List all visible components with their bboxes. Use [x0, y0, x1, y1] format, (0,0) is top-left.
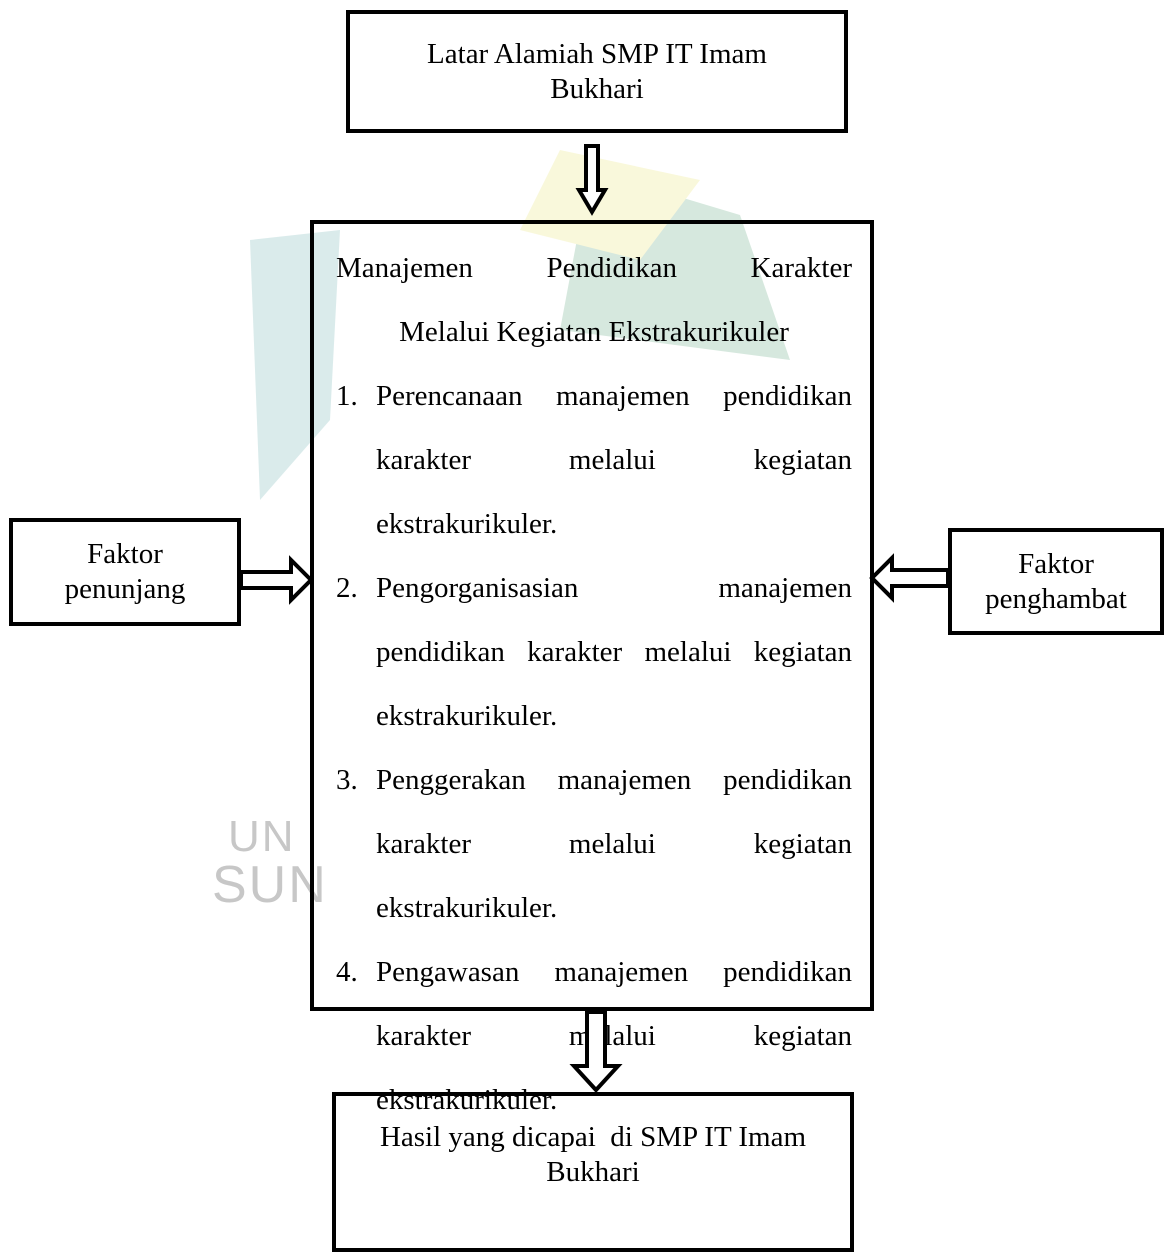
list-item-number: 4. — [336, 956, 358, 988]
result-box: Hasil yang dicapai di SMP IT Imam Bukhar… — [332, 1092, 854, 1252]
list-item-line: karakter melalui kegiatan — [376, 828, 852, 860]
list-item-number: 2. — [336, 572, 358, 604]
result-line-2: Bukhari — [546, 1155, 640, 1188]
list-item-line: karakter melalui kegiatan — [376, 444, 852, 476]
watermark-text-1: UN — [228, 812, 296, 861]
watermark-leaf-top — [560, 170, 790, 360]
inhibiting-factor-line-1: Faktor — [1018, 547, 1094, 580]
inhibiting-factor-box: Faktor penghambat — [948, 528, 1164, 635]
management-title-word-1: Manajemen — [336, 252, 473, 284]
list-item-line: karakter melalui kegiatan — [376, 1020, 852, 1052]
result-line-1: Hasil yang dicapai di SMP IT Imam — [379, 1121, 807, 1153]
watermark-leaf-yellow — [520, 150, 700, 260]
watermark-leaf-left — [250, 230, 340, 500]
list-item: 2. Pengorganisasian manajemen pendidikan… — [336, 556, 852, 748]
management-title-line-2: Melalui Kegiatan Ekstrakurikuler — [399, 316, 789, 348]
management-title-word-2: Pendidikan — [546, 252, 677, 284]
list-item-line: ekstrakurikuler. — [376, 508, 558, 540]
list-item: 3. Penggerakan manajemen pendidikan kara… — [336, 748, 852, 940]
list-item-line: ekstrakurikuler. — [376, 1084, 558, 1116]
list-item-line: Penggerakan manajemen pendidikan — [376, 764, 852, 796]
management-title-word-3: Karakter — [750, 252, 852, 284]
list-item-line: Pengawasan manajemen pendidikan — [376, 956, 852, 988]
supporting-factor-line-1: Faktor — [87, 538, 163, 571]
management-title-line-1: Manajemen Pendidikan Karakter — [336, 236, 852, 300]
list-item-number: 1. — [336, 380, 358, 412]
context-line-2: Bukhari — [550, 72, 644, 105]
list-item-line: ekstrakurikuler. — [376, 700, 558, 732]
list-item-line: pendidikan karakter melalui kegiatan — [376, 636, 852, 668]
list-item-line: Perencanaan manajemen pendidikan — [376, 380, 852, 412]
list-item: 1. Perencanaan manajemen pendidikan kara… — [336, 364, 852, 556]
list-item-line: Pengorganisasian manajemen — [376, 572, 852, 604]
supporting-factor-box: Faktor penunjang — [9, 518, 241, 626]
context-box: Latar Alamiah SMP IT Imam Bukhari — [346, 10, 848, 133]
watermark-text-2: SUN — [212, 856, 328, 914]
context-line-1: Latar Alamiah SMP IT Imam — [427, 37, 767, 70]
inhibiting-factor-line-2: penghambat — [985, 582, 1127, 615]
list-item-line: ekstrakurikuler. — [376, 892, 558, 924]
management-box: Manajemen Pendidikan Karakter Melalui Ke… — [310, 220, 874, 1116]
list-item-number: 3. — [336, 764, 358, 796]
supporting-factor-line-2: penunjang — [64, 573, 186, 605]
